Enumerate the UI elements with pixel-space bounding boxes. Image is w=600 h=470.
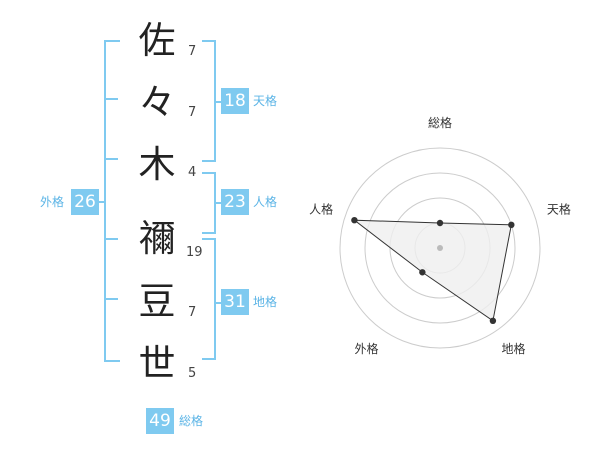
name-char-2: 々 (138, 81, 176, 124)
gaikaku-bracket-tick-1 (104, 98, 118, 100)
stroke-count-1: 7 (188, 44, 197, 59)
jinkaku-label: 人格 (253, 195, 278, 209)
tenkaku-label: 天格 (253, 94, 278, 108)
gaikaku-label: 外格 (40, 195, 65, 209)
radar-point (436, 219, 444, 227)
tenkaku-connector (214, 101, 222, 103)
stroke-count-3: 4 (188, 165, 197, 180)
name-char-1: 佐 (138, 19, 176, 62)
name-char-3: 木 (138, 143, 176, 186)
radar-center-dot (437, 245, 443, 251)
chikaku-bracket (202, 238, 216, 360)
radar-point (351, 216, 358, 224)
radar-axis-label: 外格 (355, 341, 379, 356)
chikaku-badge: 31 (221, 289, 249, 315)
jinkaku-badge: 23 (221, 189, 249, 215)
jinkaku-connector (214, 202, 222, 204)
chikaku-connector (214, 302, 222, 304)
radar-axis-label: 天格 (547, 201, 571, 216)
gaikaku-bracket-tick-3 (104, 238, 118, 240)
radar-point (419, 269, 426, 276)
tenkaku-badge: 18 (221, 88, 249, 114)
soukaku-badge: 49 (146, 408, 174, 434)
radar-area (352, 219, 512, 322)
gaikaku-bracket (104, 40, 120, 362)
radar-point (508, 221, 515, 229)
radar-axis-label: 地格 (501, 341, 525, 356)
gaikaku-bracket-tick-2 (104, 158, 118, 160)
stroke-count-5: 7 (188, 305, 197, 320)
gaikaku-bracket-tick-4 (104, 298, 118, 300)
stroke-count-4: 19 (186, 245, 203, 260)
name-char-4: 禰 (138, 217, 176, 260)
radar-grid-ring (339, 147, 541, 349)
radar-axis-label: 人格 (309, 201, 333, 216)
name-char-5: 豆 (138, 280, 176, 323)
soukaku-label: 総格 (179, 414, 204, 428)
radar-axis-label: 総格 (428, 115, 452, 130)
name-char-6: 世 (138, 342, 176, 385)
radar-grid-ring (364, 172, 516, 324)
gaikaku-badge: 26 (71, 189, 99, 215)
stroke-count-6: 5 (188, 366, 197, 381)
gaikaku-connector (96, 201, 106, 203)
radar-point (489, 317, 497, 325)
stroke-count-2: 7 (188, 105, 197, 120)
chikaku-label: 地格 (253, 295, 278, 309)
